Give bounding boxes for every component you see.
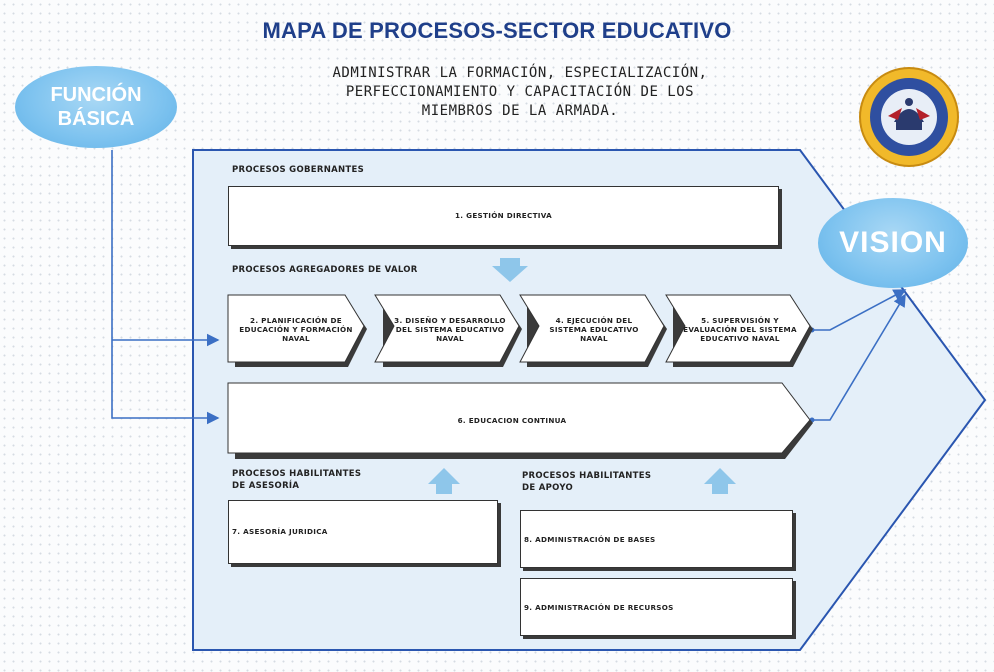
section-habilitantes-apoyo-line-2: DE APOYO — [522, 483, 574, 493]
process-label-ejecucion: 4. EJECUCIÓN DEL SISTEMA EDUCATIVO NAVAL — [549, 315, 639, 343]
section-agregadores: PROCESOS AGREGADORES DE VALOR — [232, 265, 418, 275]
funcion-basica-bubble: FUNCIÓN BÁSICA — [15, 66, 177, 148]
process-label-asesoria-juridica: 7. ASESORÍA JURIDICA — [232, 527, 328, 536]
process-label-diseno: 3. DISEÑO Y DESARROLLO DEL SISTEMA EDUCA… — [394, 315, 506, 343]
statement-line-2: PERFECCIONAMIENTO Y CAPACITACIÓN DE LOS — [345, 84, 695, 100]
section-habilitantes-asesoria-line-1: PROCESOS HABILITANTES — [232, 469, 362, 479]
connector-to-vision-1 — [812, 289, 907, 331]
statement-line-1: ADMINISTRAR LA FORMACIÓN, ESPECIALIZACIÓ… — [332, 65, 708, 81]
basic-function-statement: ADMINISTRAR LA FORMACIÓN, ESPECIALIZACIÓ… — [270, 64, 770, 121]
page-title: MAPA DE PROCESOS-SECTOR EDUCATIVO — [262, 18, 732, 43]
statement-line-3: MIEMBROS DE LA ARMADA. — [421, 103, 619, 119]
arrow-down-icon — [492, 258, 528, 282]
process-box-asesoria-juridica: 7. ASESORÍA JURIDICA — [228, 500, 498, 564]
section-gobernantes: PROCESOS GOBERNANTES — [232, 165, 365, 175]
funcion-basica-line-1: FUNCIÓN — [50, 84, 142, 106]
section-habilitantes-apoyo: PROCESOS HABILITANTES DE APOYO — [522, 470, 651, 494]
process-label-administracion-bases: 8. ADMINISTRACIÓN DE BASES — [524, 535, 656, 544]
connector-to-vision-2 — [812, 293, 906, 421]
funcion-basica-line-2: BÁSICA — [57, 108, 135, 130]
process-box-administracion-recursos: 9. ADMINISTRACIÓN DE RECURSOS — [520, 578, 793, 636]
arrow-up-icon-apoyo — [704, 468, 736, 494]
process-label-supervision: 5. SUPERVISIÓN Y EVALUACIÓN DEL SISTEMA … — [683, 315, 797, 343]
process-label-educacion-continua: 6. EDUCACION CONTINUA — [457, 415, 567, 425]
section-habilitantes-apoyo-line-1: PROCESOS HABILITANTES — [522, 471, 652, 481]
section-habilitantes-asesoria-line-2: DE ASESORÍA — [232, 481, 300, 491]
chevron-shapes — [227, 294, 813, 459]
arrow-up-icon-asesoria — [428, 468, 460, 494]
process-box-administracion-bases: 8. ADMINISTRACIÓN DE BASES — [520, 510, 793, 568]
armada-seal-icon — [859, 67, 959, 167]
process-label-planificacion: 2. PLANIFICACIÓN DE EDUCACIÓN Y FORMACIÓ… — [239, 315, 353, 343]
connector-funcion-down — [111, 150, 220, 425]
vision-bubble: VISION — [818, 198, 968, 288]
section-habilitantes-asesoria: PROCESOS HABILITANTES DE ASESORÍA — [232, 468, 361, 492]
process-box-gestion-directiva: 1. GESTIÓN DIRECTIVA — [228, 186, 779, 246]
process-label-gestion-directiva: 1. GESTIÓN DIRECTIVA — [455, 211, 552, 220]
process-label-administracion-recursos: 9. ADMINISTRACIÓN DE RECURSOS — [524, 603, 674, 612]
